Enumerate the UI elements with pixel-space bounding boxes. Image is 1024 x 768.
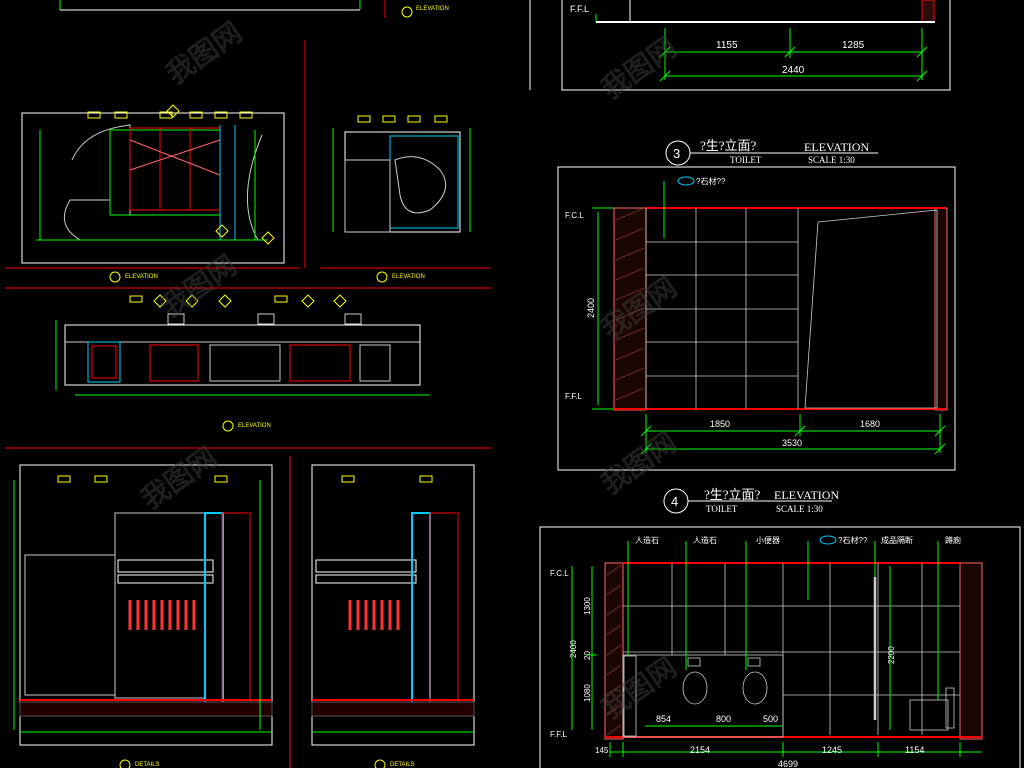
elevation-drawing-a: [5, 104, 300, 269]
elevation-4-height: 2400: [569, 640, 578, 658]
elevation-4-dim-1154: 1154: [905, 745, 924, 755]
elevation-3-level-fcl: F.C.L: [565, 211, 584, 220]
elevation-label-c: ELEVATION: [222, 420, 271, 432]
elevation-3-scale: SCALE 1:30: [808, 155, 855, 165]
elevation-3-title-block: 3 ?生?立面? ELEVATION TOILET SCALE 1:30: [665, 138, 878, 166]
dim-2440: 2440: [782, 65, 805, 76]
elevation-label-b: ELEVATION: [376, 271, 425, 283]
detail-label-d: DETAILS: [119, 759, 160, 768]
elevation-4-total: 4699: [778, 759, 798, 768]
elevation-4-title-en: ELEVATION: [774, 488, 839, 502]
elevation-4-vdim-1300: 1300: [583, 597, 592, 615]
detail-label-e-text: DETAILS: [390, 762, 415, 768]
elevation-4-dim-145: 145: [595, 746, 609, 755]
detail-label-e: DETAILS: [374, 759, 415, 768]
elevation-4-dim-1245: 1245: [822, 745, 842, 755]
elevation-3-callout: ?石材??: [696, 176, 726, 186]
elevation-label-a-text: ELEVATION: [125, 274, 158, 280]
elevation-4-number: 4: [671, 494, 678, 509]
detail-label-d-text: DETAILS: [135, 762, 160, 768]
elevation-3-drawing: [557, 166, 956, 471]
detail-drawing-e: [311, 464, 475, 746]
elevation-label-a: ELEVATION: [109, 271, 158, 283]
dim-1285: 1285: [842, 40, 865, 51]
elevation-4-callouts: 人造石 人造石 小便器 ?石材?? 成品隔断 蹲廁: [635, 535, 961, 545]
detail-drawing-d: [13, 464, 273, 746]
top-left-elevation-fragment: [59, 0, 531, 90]
elevation-label-top: ELEVATION: [416, 6, 449, 12]
elevation-3-height: 2400: [586, 298, 596, 318]
svg-text:我图网: 我图网: [596, 31, 683, 105]
callout-artificial-stone-1: 人造石: [635, 535, 659, 545]
elevation-4-subtitle: TOILET: [706, 504, 738, 514]
elevation-top-right: [561, 0, 951, 91]
elevation-3-total: 3530: [782, 438, 802, 448]
elevation-4-scale: SCALE 1:30: [776, 504, 823, 514]
elevation-4-dim-500: 500: [763, 714, 778, 724]
elevation-3-title: ?生?立面?: [700, 138, 757, 153]
elevation-4-dim-2154: 2154: [690, 745, 710, 755]
elevation-3-dim-1850: 1850: [710, 419, 730, 429]
callout-partition: 成品隔断: [881, 535, 913, 545]
elevation-4-drawing: [539, 526, 1021, 768]
svg-text:我图网: 我图网: [136, 441, 223, 515]
elevation-4-dim-854: 854: [656, 714, 671, 724]
elevation-3-dim-1680: 1680: [860, 419, 880, 429]
elevation-4-title-block: 4 ?生?立面? ELEVATION TOILET SCALE 1:30: [663, 487, 839, 514]
elevation-4-level-fcl: F.C.L: [550, 569, 569, 578]
elevation-4-partition-height: 2200: [887, 646, 896, 664]
elevation-4-vdim-1080: 1080: [583, 684, 592, 702]
elevation-4-vdim-20: 20: [583, 651, 592, 660]
elevation-4-level-ffl: F.F.L: [550, 730, 567, 739]
elevation-3-subtitle: TOILET: [730, 155, 762, 165]
elevation-4-title: ?生?立面?: [704, 487, 761, 502]
elevation-3-number: 3: [673, 146, 680, 161]
callout-urinal: 小便器: [756, 535, 780, 545]
elevation-drawing-b: [320, 115, 490, 269]
elevation-3-title-en: ELEVATION: [804, 140, 869, 154]
elevation-label-b-text: ELEVATION: [392, 274, 425, 280]
callout-squat-toilet: 蹲廁: [945, 535, 961, 545]
elevation-3-level-ffl: F.F.L: [565, 392, 582, 401]
svg-text:我图网: 我图网: [596, 426, 683, 500]
elevation-drawing-c: [55, 294, 430, 396]
elevation-label-c-text: ELEVATION: [238, 423, 271, 429]
dim-1155: 1155: [716, 40, 738, 51]
callout-stone: ?石材??: [838, 535, 868, 545]
callout-artificial-stone-2: 人造石: [693, 535, 717, 545]
level-ffl-top: F.F.L: [570, 4, 589, 14]
watermark-logo: 我图网 我图网 我图网 我图网 我图网 我图网 我图网: [136, 16, 683, 725]
elevation-4-dim-800: 800: [716, 714, 731, 724]
svg-text:我图网: 我图网: [156, 249, 243, 323]
svg-text:我图网: 我图网: [161, 16, 248, 90]
